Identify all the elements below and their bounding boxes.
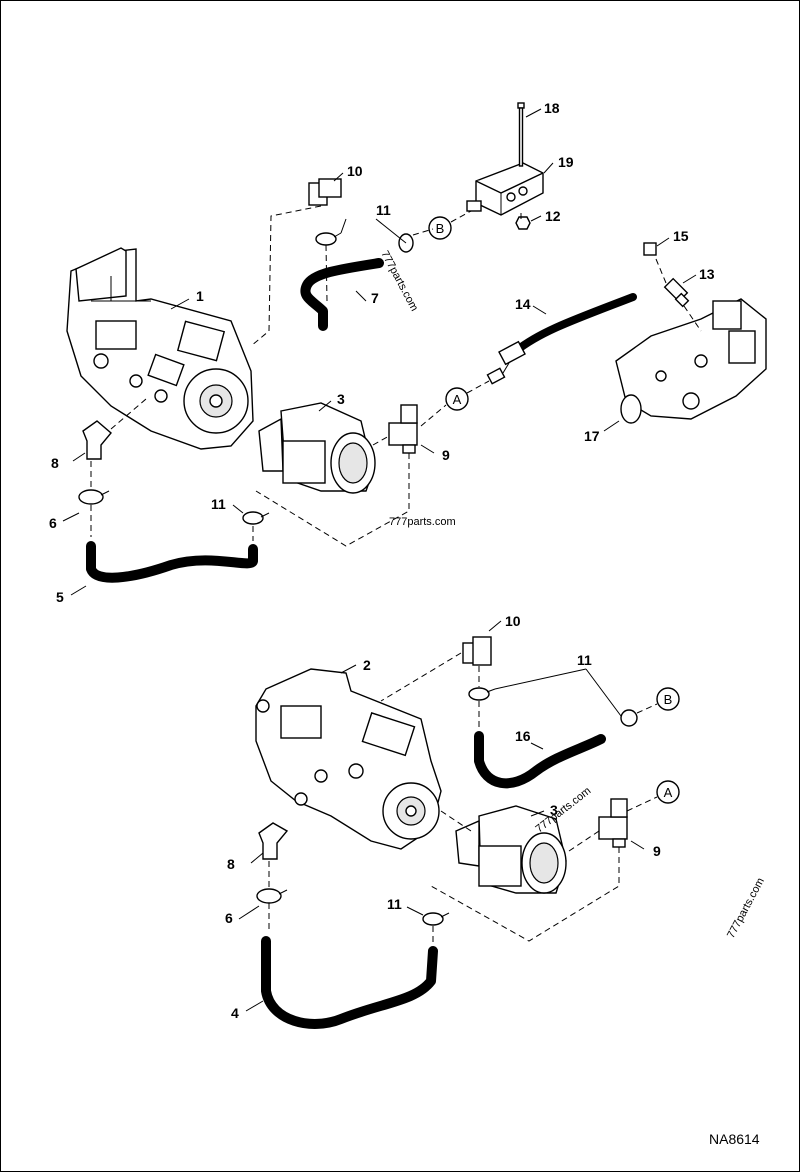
hose-clamp-11-bottom-c <box>422 912 450 926</box>
hose-clamp-11-top-c <box>242 511 270 525</box>
callout-9-top: 9 <box>442 447 450 463</box>
hose-clamp-6-top <box>78 489 110 505</box>
assembly-line <box>683 305 702 332</box>
callout-18: 18 <box>544 100 560 116</box>
callout-11-bottom-left: 11 <box>387 896 402 912</box>
callout-10-bottom: 10 <box>505 613 521 629</box>
hose-7 <box>300 258 384 331</box>
callout-6-top: 6 <box>49 515 57 531</box>
assembly-line <box>440 810 472 832</box>
callout-12: 12 <box>545 208 561 224</box>
callout-3-top: 3 <box>337 391 345 407</box>
hose-clamp-11-top-a <box>315 232 342 246</box>
bolt-18 <box>517 102 525 167</box>
callout-14: 14 <box>515 296 531 312</box>
hose-4 <box>261 936 438 1029</box>
callout-3-bottom: 3 <box>550 802 558 818</box>
assembly-line <box>626 796 658 812</box>
connector-a-top: A <box>445 387 469 411</box>
gear-pump-3-bottom <box>455 805 567 894</box>
watermark-text: 777parts.com <box>533 785 593 835</box>
callout-15: 15 <box>673 228 689 244</box>
tee-fitting-9-top <box>388 404 418 454</box>
gear-pump-3-top <box>258 402 376 494</box>
assembly-line <box>568 830 600 852</box>
watermark-text: 777parts.com <box>378 249 420 313</box>
callout-11-top-left: 11 <box>211 496 226 512</box>
callout-8-top: 8 <box>51 455 59 471</box>
hose-14-fitting <box>486 340 526 385</box>
callout-6-bottom: 6 <box>225 910 233 926</box>
control-valve-17 <box>615 298 767 424</box>
assembly-line <box>412 228 434 236</box>
connector-label: B <box>436 221 445 236</box>
assembly-line <box>380 652 462 702</box>
assembly-line <box>636 703 658 714</box>
assembly-line <box>255 453 410 547</box>
callout-2: 2 <box>363 657 371 673</box>
elbow-fitting-10-bottom <box>462 636 492 666</box>
connector-b-bottom: B <box>656 687 680 711</box>
callout-8-bottom: 8 <box>227 856 235 872</box>
watermark-text: 777parts.com <box>725 876 767 940</box>
assembly-line <box>450 210 472 223</box>
callout-4: 4 <box>231 1005 239 1021</box>
callout-16: 16 <box>515 728 531 744</box>
elbow-fitting-8-bottom <box>258 822 289 860</box>
connector-b-top: B <box>428 216 452 240</box>
connector-a-bottom: A <box>656 780 680 804</box>
callout-17: 17 <box>584 428 600 444</box>
figure-code: NA8614 <box>709 1131 760 1147</box>
connector-label: A <box>453 392 462 407</box>
assembly-line <box>655 258 667 284</box>
callout-7: 7 <box>371 290 379 306</box>
callout-11-bottom: 11 <box>577 652 592 668</box>
nut-12 <box>515 216 531 230</box>
hose-5 <box>86 541 258 583</box>
assembly-line <box>420 404 447 427</box>
callout-10-top: 10 <box>347 163 363 179</box>
hose-clamp-11-bottom-b <box>620 709 638 727</box>
callout-9-bottom: 9 <box>653 843 661 859</box>
cap-15 <box>643 242 657 256</box>
hydrostatic-pump-1 <box>66 247 254 450</box>
elbow-fitting-8-top <box>82 420 112 460</box>
tee-fitting-9-bottom <box>598 798 628 848</box>
watermark-text: 777parts.com <box>389 516 456 528</box>
hydrostatic-pump-2 <box>255 668 442 850</box>
assembly-line <box>250 205 322 347</box>
hose-16 <box>474 731 606 789</box>
assembly-line <box>430 847 620 942</box>
valve-block-19 <box>466 162 544 216</box>
callout-13: 13 <box>699 266 715 282</box>
callout-19: 19 <box>558 154 574 170</box>
assembly-line <box>466 380 490 394</box>
elbow-fitting-10-top <box>308 178 342 206</box>
callout-1: 1 <box>196 288 204 304</box>
assembly-line <box>110 398 147 430</box>
hose-clamp-6-bottom <box>256 888 288 904</box>
leader-lines <box>62 108 697 1012</box>
hose-14 <box>512 293 637 355</box>
fitting-13 <box>663 277 690 308</box>
callout-5: 5 <box>56 589 64 605</box>
hose-clamp-11-bottom-a <box>468 687 496 701</box>
connector-label: A <box>664 785 673 800</box>
connector-label: B <box>664 692 673 707</box>
callout-11-top: 11 <box>376 202 391 218</box>
assembly-line <box>372 435 390 446</box>
